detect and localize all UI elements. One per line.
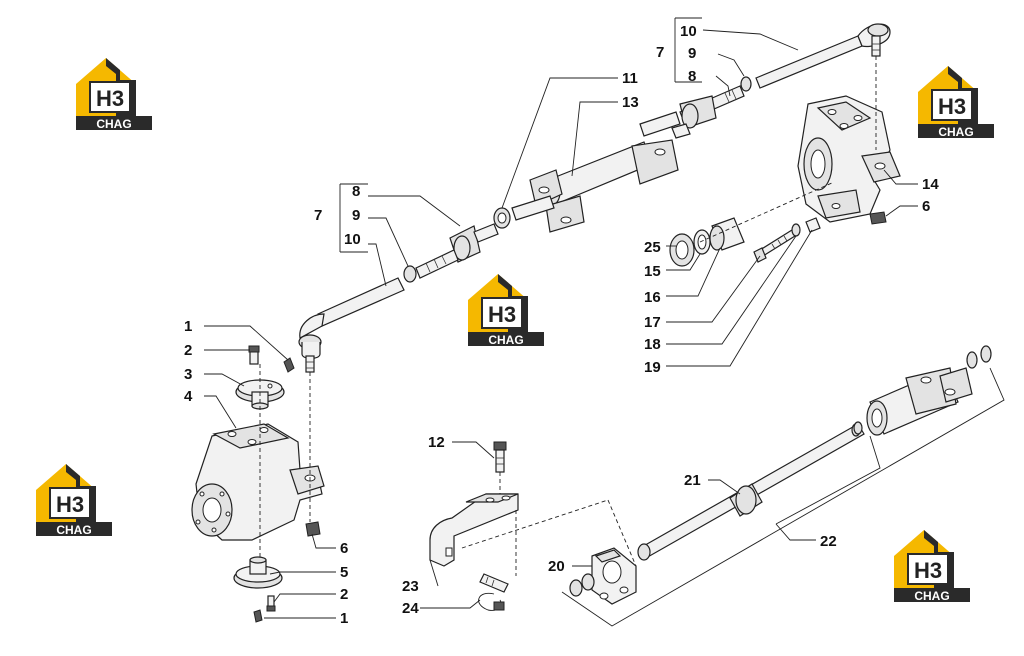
bracket-23 [429, 493, 519, 567]
callout-17: 17 [644, 314, 661, 331]
callout-7-right: 7 [656, 44, 664, 61]
callout-8-right: 8 [688, 68, 696, 85]
watermark-logo-4: H3 CHAG [35, 463, 113, 537]
svg-text:CHAG: CHAG [914, 589, 949, 603]
callout-14: 14 [922, 176, 939, 193]
o-ring-11-bore [497, 212, 507, 224]
callout-6-right: 6 [922, 198, 930, 215]
svg-text:H3: H3 [56, 492, 84, 517]
callout-8-left: 8 [352, 183, 360, 200]
callout-2-lower: 2 [340, 586, 348, 603]
callout-labels: 10 7 9 8 11 13 14 6 8 7 9 10 25 15 16 17… [184, 23, 939, 627]
bolt-2-lower [266, 595, 276, 612]
callout-4: 4 [184, 388, 193, 405]
callout-11: 11 [622, 70, 638, 87]
washer-18 [791, 223, 801, 237]
svg-text:H3: H3 [914, 558, 942, 583]
callout-9-right: 9 [688, 45, 696, 62]
callout-7-left: 7 [314, 207, 322, 224]
o-ring-20-a [581, 573, 595, 591]
o-ring-22-c [853, 421, 863, 435]
callout-20: 20 [548, 558, 565, 575]
grease-nipple-1-lower [253, 609, 263, 623]
bolt-12 [493, 441, 507, 473]
callout-2-upper: 2 [184, 342, 192, 359]
steering-knuckle-4 [191, 423, 325, 541]
axle-housing-14 [797, 95, 901, 223]
callout-6-left: 6 [340, 540, 348, 557]
ring-15 [693, 229, 711, 255]
watermark-logo-1: H3 CHAG [75, 57, 153, 131]
o-ring-20-b [569, 579, 583, 597]
svg-text:H3: H3 [96, 86, 124, 111]
svg-text:CHAG: CHAG [96, 117, 131, 131]
callout-5: 5 [340, 564, 348, 581]
o-ring-22-a [966, 351, 978, 369]
tie-rod-right [671, 23, 891, 139]
grease-nipple-1-upper [283, 357, 295, 373]
callout-3: 3 [184, 366, 192, 383]
callout-23: 23 [402, 578, 419, 595]
nut-6-right [869, 211, 887, 225]
watermark-logo-2: H3 CHAG [917, 65, 995, 139]
svg-text:CHAG: CHAG [938, 125, 973, 139]
watermark-logo-3: H3 CHAG [467, 273, 545, 347]
callout-12: 12 [428, 434, 445, 451]
callout-22: 22 [820, 533, 837, 550]
svg-text:CHAG: CHAG [488, 333, 523, 347]
callout-10-left: 10 [344, 231, 361, 248]
callout-16: 16 [644, 289, 661, 306]
bush-16 [709, 217, 745, 251]
svg-text:H3: H3 [488, 302, 516, 327]
callout-9-left: 9 [352, 207, 360, 224]
callout-13: 13 [622, 94, 639, 111]
leader-lines [204, 17, 1005, 627]
callout-15: 15 [644, 263, 661, 280]
watermark-logo-5: H3 CHAG [893, 529, 971, 603]
bolt-2-upper [248, 345, 260, 365]
callout-10-right: 10 [680, 23, 697, 40]
bush-19 [805, 217, 821, 233]
tie-rod-left [298, 223, 499, 373]
kingpin-cap-5 [233, 556, 283, 589]
nut-6-left [305, 521, 321, 537]
support-20 [591, 547, 637, 605]
svg-text:CHAG: CHAG [56, 523, 91, 537]
callout-18: 18 [644, 336, 661, 353]
o-ring-22-b [980, 345, 992, 363]
callout-1-lower: 1 [340, 610, 348, 627]
callout-19: 19 [644, 359, 661, 376]
steering-cylinder-13 [511, 111, 681, 233]
callout-1-upper: 1 [184, 318, 192, 335]
piston-rod-21 [637, 423, 865, 561]
sensor-24 [478, 573, 509, 611]
svg-text:H3: H3 [938, 94, 966, 119]
cylinder-barrel-22 [866, 367, 973, 436]
callout-25: 25 [644, 239, 661, 256]
callout-24: 24 [402, 600, 419, 617]
seal-25 [669, 233, 695, 267]
callout-21: 21 [684, 472, 701, 489]
assembly-lines [259, 56, 877, 576]
